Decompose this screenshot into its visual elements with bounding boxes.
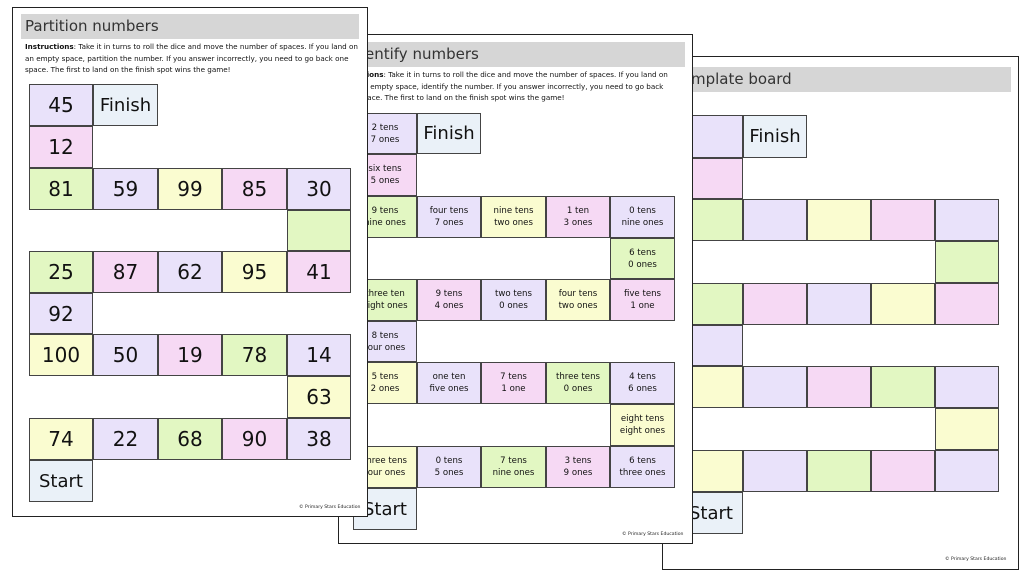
board-cell: 3 tens 9 ones <box>546 446 610 488</box>
board-cell: 38 <box>287 418 351 460</box>
board-cell: four tens 7 ones <box>417 196 481 238</box>
board-cell: 85 <box>222 168 287 210</box>
board-cell: two tens 0 ones <box>481 279 546 321</box>
board-cell <box>807 366 871 408</box>
board-cell <box>743 366 807 408</box>
board-cell <box>935 366 999 408</box>
start-cell: Start <box>29 460 93 502</box>
board-cell <box>871 283 935 325</box>
board-cell <box>807 450 871 492</box>
board-cell: 74 <box>29 418 93 460</box>
board-cell: 87 <box>93 251 158 293</box>
instructions-label: Instructions <box>25 42 74 51</box>
board-cell: 62 <box>158 251 222 293</box>
copyright-footer: © Primary Stars Education <box>299 505 361 510</box>
instructions: Instructions: Take it in turns to roll t… <box>25 41 359 76</box>
board-cell: 0 tens 5 ones <box>417 446 481 488</box>
board-cell <box>935 241 999 283</box>
board-cell <box>871 199 935 241</box>
board-cell: 100 <box>29 334 93 376</box>
board-cell: 41 <box>287 251 351 293</box>
board-cell: 30 <box>287 168 351 210</box>
board-cell <box>807 199 871 241</box>
copyright-footer: © Primary Stars Education <box>945 557 1007 562</box>
board-cell: 81 <box>29 168 93 210</box>
finish-cell: Finish <box>417 113 481 154</box>
board-cell <box>743 199 807 241</box>
finish-cell: Finish <box>743 115 807 158</box>
board-cell: 1 ten 3 ones <box>546 196 610 238</box>
board-cell <box>935 450 999 492</box>
copyright-footer: © Primary Stars Education <box>622 532 684 537</box>
board-cell: 7 tens 1 one <box>481 362 546 404</box>
board-cell: 68 <box>158 418 222 460</box>
board-cell: 99 <box>158 168 222 210</box>
board-cell: 6 tens 0 ones <box>610 238 675 279</box>
finish-cell: Finish <box>93 84 158 126</box>
board-cell <box>743 283 807 325</box>
board-cell: five tens 1 one <box>610 279 675 321</box>
board-cell: 92 <box>29 293 93 334</box>
sheet-title: entify numbers <box>361 42 685 67</box>
instructions-text: : Take it in turns to roll the dice and … <box>359 70 668 103</box>
board-cell: eight tens eight ones <box>610 404 675 446</box>
board-cell: 22 <box>93 418 158 460</box>
board-cell: 0 tens nine ones <box>610 196 675 238</box>
sheet-title: mplate board <box>687 67 1011 92</box>
board-cell: 14 <box>287 334 351 376</box>
board-cell: 78 <box>222 334 287 376</box>
board-cell <box>935 199 999 241</box>
board-cell <box>807 283 871 325</box>
board-cell <box>871 450 935 492</box>
board-cell: 4 tens 6 ones <box>610 362 675 404</box>
board-cell <box>743 450 807 492</box>
board-cell: 6 tens three ones <box>610 446 675 488</box>
template-board-sheet: mplate board Finish Start © Primary Star… <box>662 56 1019 570</box>
board-cell: 59 <box>93 168 158 210</box>
board-cell: four tens two ones <box>546 279 610 321</box>
instructions-label: ctions <box>359 70 384 79</box>
board-cell: 45 <box>29 84 93 126</box>
board-cell: 12 <box>29 126 93 168</box>
board-cell: 9 tens 4 ones <box>417 279 481 321</box>
board-cell: 7 tens nine ones <box>481 446 546 488</box>
board-cell: 90 <box>222 418 287 460</box>
board-cell <box>871 366 935 408</box>
board-cell: nine tens two ones <box>481 196 546 238</box>
board-cell: three tens 0 ones <box>546 362 610 404</box>
board-cell: 95 <box>222 251 287 293</box>
identify-numbers-sheet: entify numbers ctions: Take it in turns … <box>338 34 693 544</box>
board-cell: 63 <box>287 376 351 418</box>
board-cell <box>935 408 999 450</box>
partition-numbers-sheet: Partition numbers Instructions: Take it … <box>12 7 368 517</box>
board-cell <box>935 283 999 325</box>
board-cell: 25 <box>29 251 93 293</box>
sheet-title: Partition numbers <box>21 14 359 39</box>
instructions-text: : Take it in turns to roll the dice and … <box>25 42 358 75</box>
board-cell: 19 <box>158 334 222 376</box>
instructions: ctions: Take it in turns to roll the dic… <box>359 69 679 104</box>
board-cell: one ten five ones <box>417 362 481 404</box>
board-cell: 50 <box>93 334 158 376</box>
board-cell <box>287 210 351 251</box>
